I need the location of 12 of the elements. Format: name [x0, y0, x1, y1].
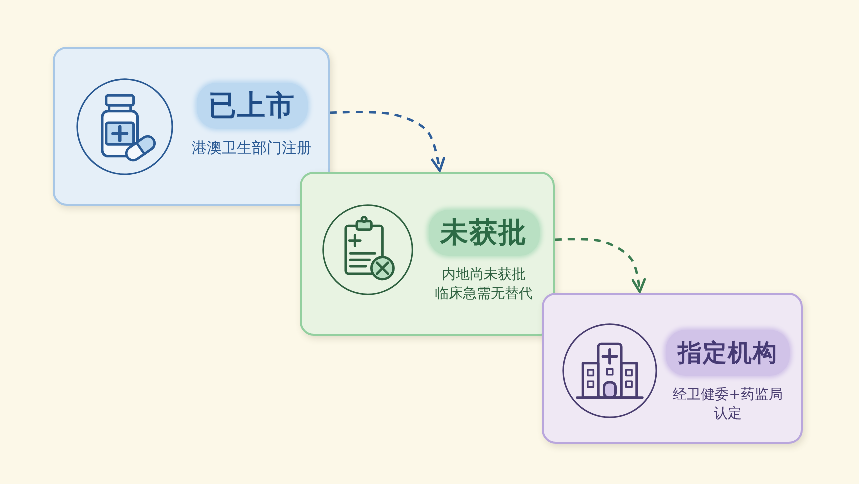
- stage-title: 指定机构: [666, 330, 790, 376]
- stage-card: [542, 293, 803, 444]
- dashed-arrow: [554, 238, 646, 294]
- stage-card: [53, 47, 330, 206]
- dashed-arrow: [330, 111, 446, 172]
- stage-title: 未获批: [428, 210, 540, 256]
- stage-description: 临床急需无替代: [435, 285, 533, 304]
- stage-card: [300, 172, 555, 336]
- stage-description: 经卫健委+药监局认定: [673, 386, 783, 424]
- stage-description: 港澳卫生部门注册: [192, 139, 312, 158]
- stage-description: 内地尚未获批: [442, 266, 526, 285]
- stage-title: 已上市: [196, 83, 308, 129]
